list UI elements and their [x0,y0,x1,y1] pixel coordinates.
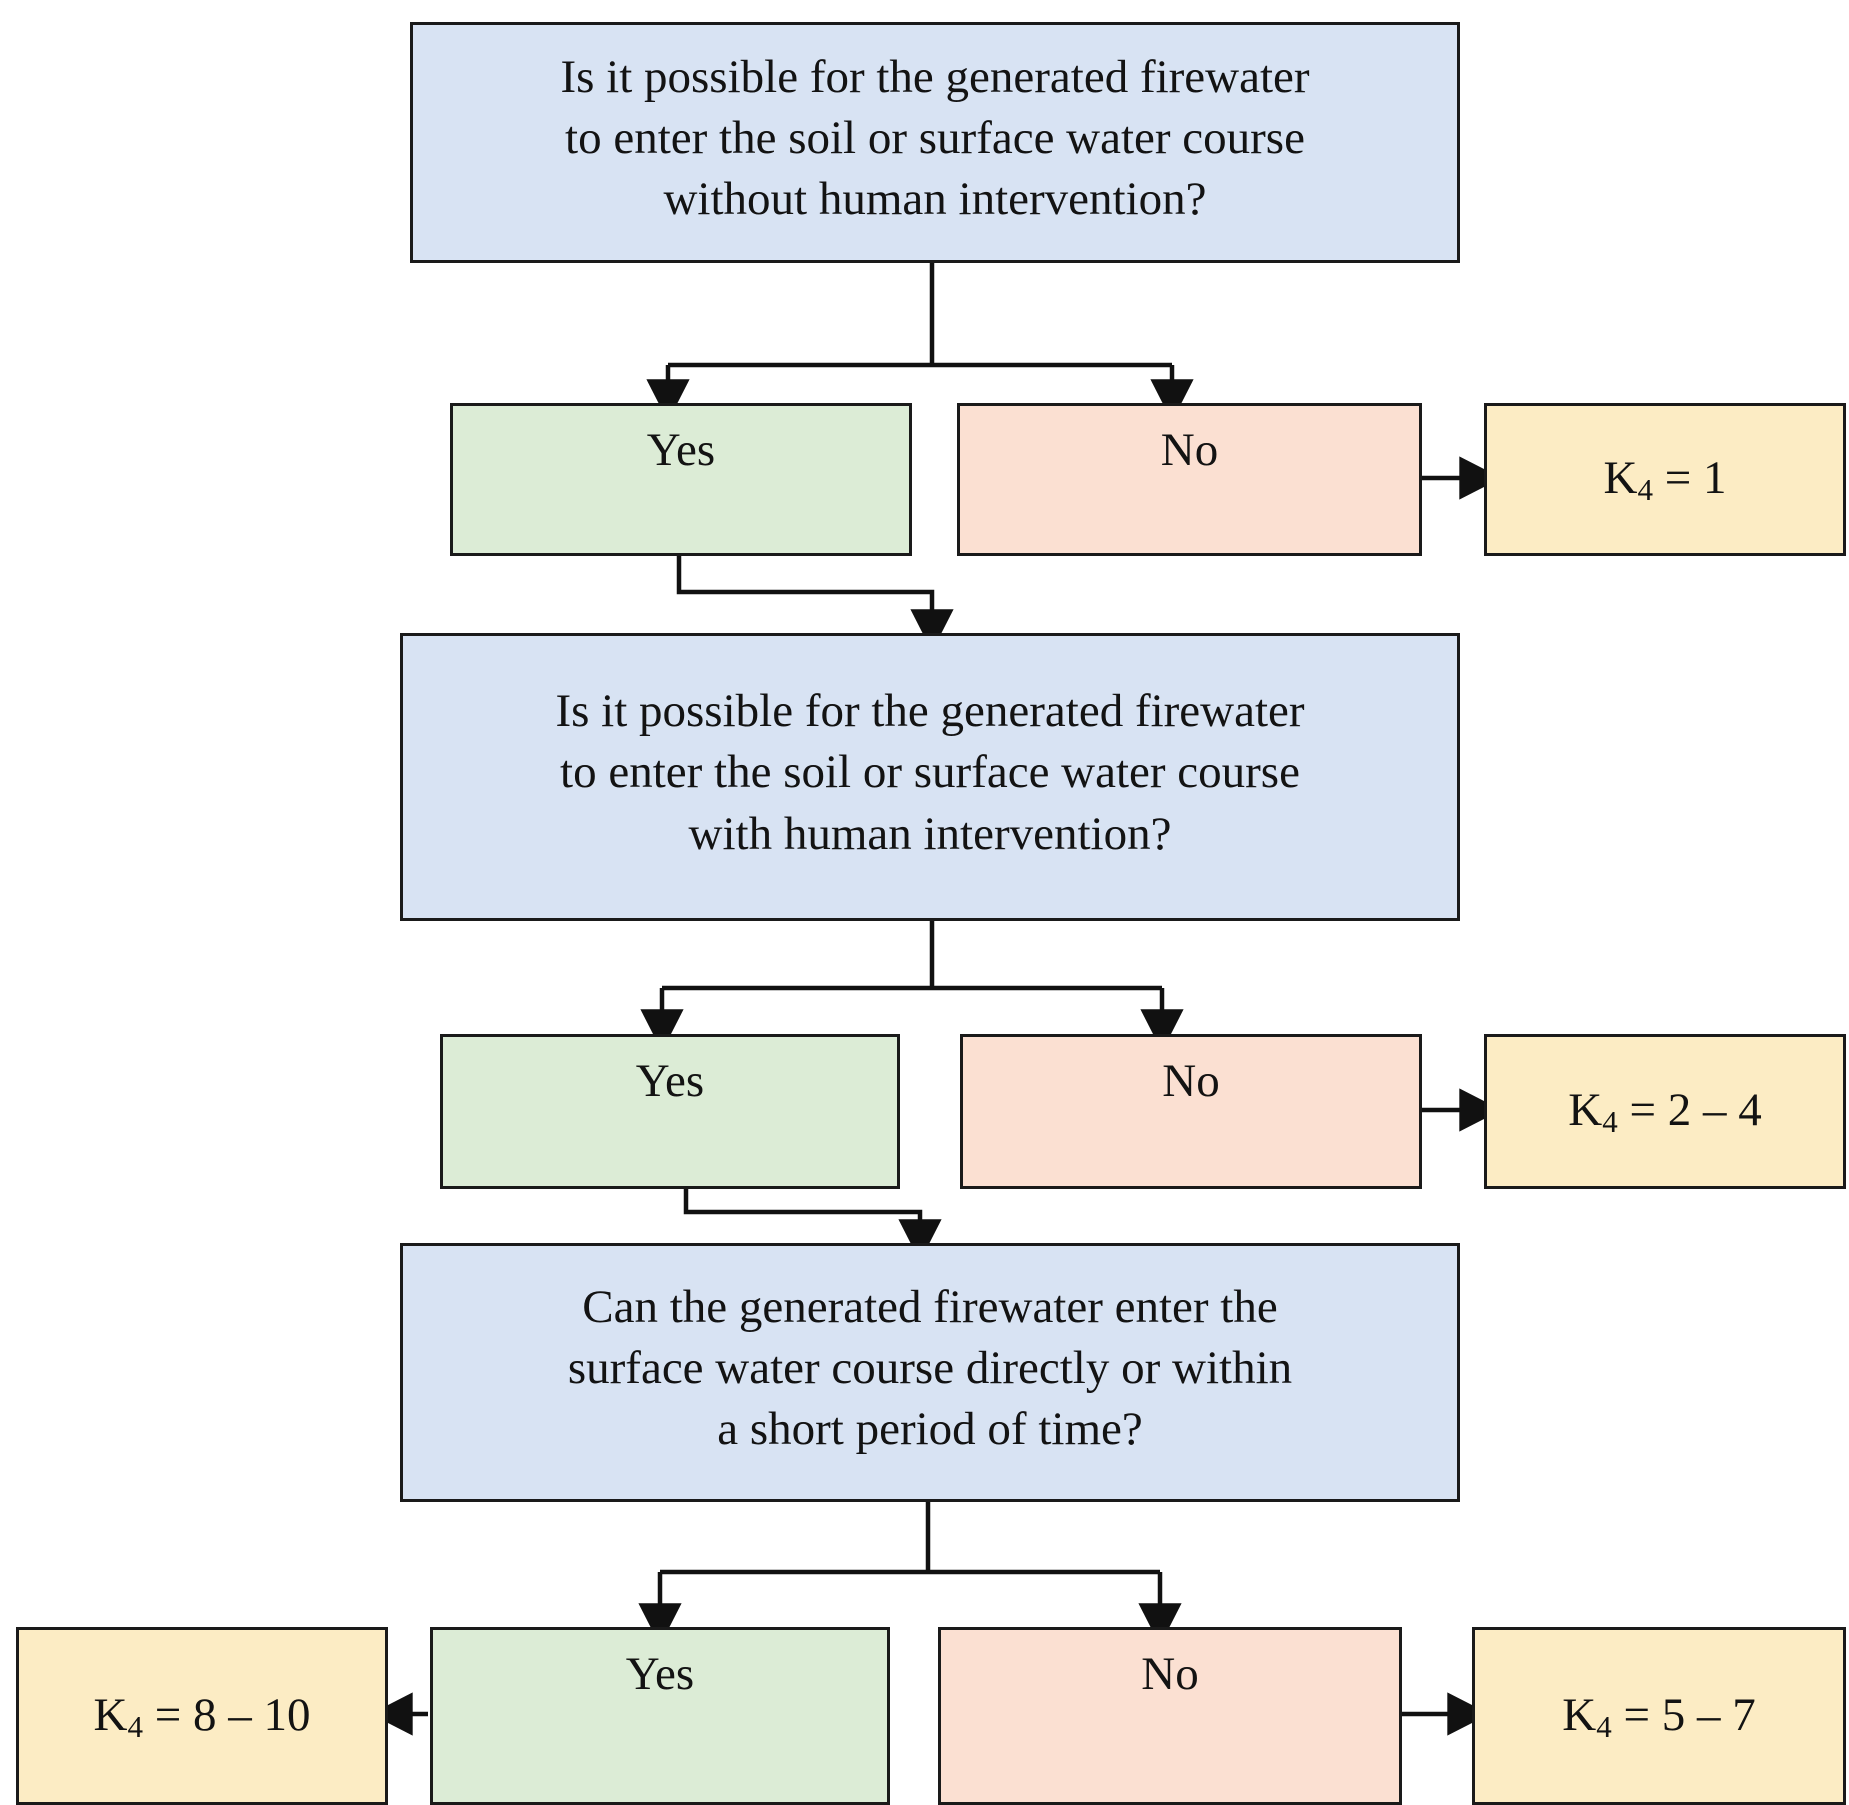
branch-3-no-label: No [1141,1648,1199,1700]
result-2-text: K4 = 2 – 4 [1568,1080,1761,1142]
result-2-subscript: 4 [1602,1104,1618,1140]
branch-1-no-label: No [1160,424,1219,476]
branch-2-no-label: No [1162,1055,1220,1107]
result-box-4[interactable]: K4 = 8 – 10 [16,1627,388,1805]
result-3-variable: K [1562,1688,1597,1741]
branch-2-yes-label: Yes [635,1055,705,1107]
question-2-line-1: Is it possible for the generated firewat… [555,685,1305,738]
branch-3-yes[interactable]: Yes [430,1627,890,1805]
question-3-line-2: surface water course directly or within [567,1341,1293,1394]
result-1-subscript: 4 [1637,472,1653,508]
result-4-text: K4 = 8 – 10 [94,1685,311,1747]
question-1-line-1: Is it possible for the generated firewat… [560,50,1310,103]
branch-3-no[interactable]: No [938,1627,1402,1805]
result-1-value: = 1 [1664,452,1727,505]
question-3-line-1: Can the generated firewater enter the [582,1280,1278,1333]
result-1-variable: K [1603,452,1638,505]
result-4-subscript: 4 [127,1708,143,1744]
question-2-line-3: with human intervention? [688,807,1172,860]
result-box-2[interactable]: K4 = 2 – 4 [1484,1034,1846,1189]
question-box-3[interactable]: Can the generated firewater enter the su… [400,1243,1460,1502]
question-box-2[interactable]: Is it possible for the generated firewat… [400,633,1460,921]
branch-1-yes-label: Yes [646,424,716,476]
result-2-variable: K [1568,1084,1603,1137]
connector-yes2-q3 [683,1188,942,1262]
question-1-line-2: to enter the soil or surface water cours… [565,111,1305,164]
connector-q2-branch [640,920,1184,1052]
result-4-variable: K [93,1688,128,1741]
result-box-1[interactable]: K4 = 1 [1484,403,1846,556]
result-3-text: K4 = 5 – 7 [1562,1685,1755,1747]
result-box-3[interactable]: K4 = 5 – 7 [1472,1627,1846,1805]
branch-2-yes[interactable]: Yes [440,1034,900,1189]
connector-q1-branch [646,262,1194,422]
question-2-line-2: to enter the soil or surface water cours… [560,746,1300,799]
result-1-text: K4 = 1 [1604,448,1727,510]
branch-1-no[interactable]: No [957,403,1422,556]
connector-yes1-q2 [676,556,954,652]
result-3-subscript: 4 [1596,1708,1612,1744]
result-4-value: = 8 – 10 [154,1688,311,1741]
branch-2-no[interactable]: No [960,1034,1422,1189]
question-box-1[interactable]: Is it possible for the generated firewat… [410,22,1460,263]
question-3-line-3: a short period of time? [717,1403,1143,1456]
branch-3-yes-label: Yes [625,1648,695,1700]
result-3-value: = 5 – 7 [1623,1688,1756,1741]
connector-q3-branch [638,1500,1182,1646]
question-1-line-3: without human intervention? [663,173,1207,226]
result-2-value: = 2 – 4 [1629,1084,1762,1137]
branch-1-yes[interactable]: Yes [450,403,912,556]
